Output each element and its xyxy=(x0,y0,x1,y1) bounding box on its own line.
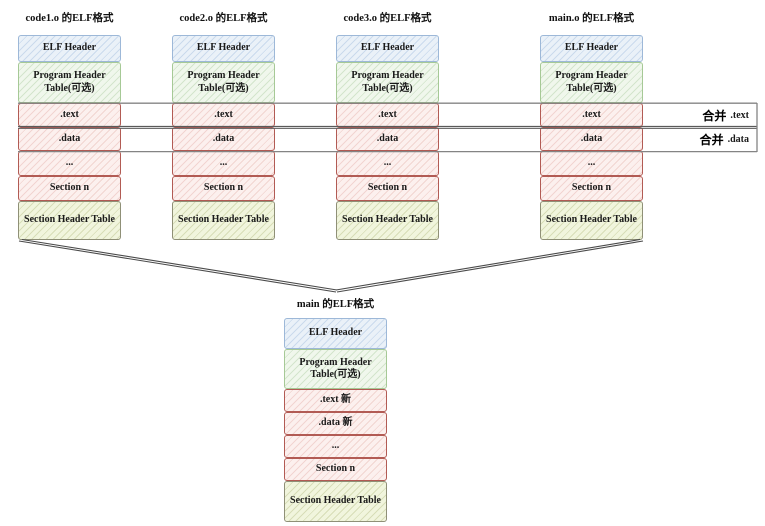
section-n-box: Section n xyxy=(172,176,275,201)
object-file-column-code2: code2.o 的ELF格式 ELF Header Program Header… xyxy=(172,10,275,240)
column-title: code1.o 的ELF格式 xyxy=(25,13,114,24)
column-title: code2.o 的ELF格式 xyxy=(179,13,268,24)
section-header-table-box: Section Header Table xyxy=(284,481,387,522)
section-n-box: Section n xyxy=(336,176,439,201)
merge-data-annotation: 合并 .data xyxy=(645,127,755,151)
ellipsis-section-box: ... xyxy=(172,151,275,176)
column-title: main.o 的ELF格式 xyxy=(548,13,635,24)
program-header-table-box: Program Header Table(可选) xyxy=(172,62,275,103)
program-header-table-box: Program Header Table(可选) xyxy=(336,62,439,103)
ellipsis-section-box: ... xyxy=(18,151,121,176)
elf-header-box: ELF Header xyxy=(540,35,643,62)
merge-data-en: .data xyxy=(727,133,749,145)
section-header-table-box: Section Header Table xyxy=(540,201,643,240)
section-n-box: Section n xyxy=(18,176,121,201)
data-section-box: .data xyxy=(172,127,275,151)
ellipsis-section-box: ... xyxy=(284,435,387,458)
ellipsis-section-box: ... xyxy=(336,151,439,176)
merge-data-cn: 合并 xyxy=(699,132,724,147)
elf-header-box: ELF Header xyxy=(336,35,439,62)
elf-header-box: ELF Header xyxy=(284,318,387,349)
funnel-right-line-b xyxy=(335,238,641,291)
ellipsis-section-box: ... xyxy=(540,151,643,176)
funnel-right-line-a xyxy=(336,240,644,293)
object-file-column-main-o: main.o 的ELF格式 ELF Header Program Header … xyxy=(540,10,643,240)
data-section-box: .data xyxy=(336,127,439,151)
elf-header-box: ELF Header xyxy=(18,35,121,62)
funnel-left-line-a xyxy=(18,240,337,293)
data-section-box: .data xyxy=(18,127,121,151)
merge-text-cn: 合并 xyxy=(702,108,727,123)
section-header-table-box: Section Header Table xyxy=(172,201,275,240)
text-section-new-box: .text 新 xyxy=(284,389,387,412)
section-header-table-box: Section Header Table xyxy=(336,201,439,240)
merge-text-annotation: 合并 .text xyxy=(645,103,755,127)
column-title: code3.o 的ELF格式 xyxy=(343,13,432,24)
text-section-box: .text xyxy=(336,103,439,127)
program-header-table-box: Program Header Table(可选) xyxy=(284,349,387,389)
section-header-table-box: Section Header Table xyxy=(18,201,121,240)
merge-text-en: .text xyxy=(730,109,749,121)
section-n-box: Section n xyxy=(540,176,643,201)
object-file-column-code3: code3.o 的ELF格式 ELF Header Program Header… xyxy=(336,10,439,240)
text-section-box: .text xyxy=(18,103,121,127)
section-n-box: Section n xyxy=(284,458,387,481)
text-section-box: .text xyxy=(172,103,275,127)
elf-header-box: ELF Header xyxy=(172,35,275,62)
object-file-column-code1: code1.o 的ELF格式 ELF Header Program Header… xyxy=(18,10,121,240)
data-section-new-box: .data 新 xyxy=(284,412,387,435)
data-section-box: .data xyxy=(540,127,643,151)
text-section-box: .text xyxy=(540,103,643,127)
funnel-left-line-b xyxy=(21,238,338,291)
column-title: main 的ELF格式 xyxy=(296,299,375,310)
program-header-table-box: Program Header Table(可选) xyxy=(18,62,121,103)
program-header-table-box: Program Header Table(可选) xyxy=(540,62,643,103)
output-file-column-main: main 的ELF格式 ELF Header Program Header Ta… xyxy=(284,296,387,522)
